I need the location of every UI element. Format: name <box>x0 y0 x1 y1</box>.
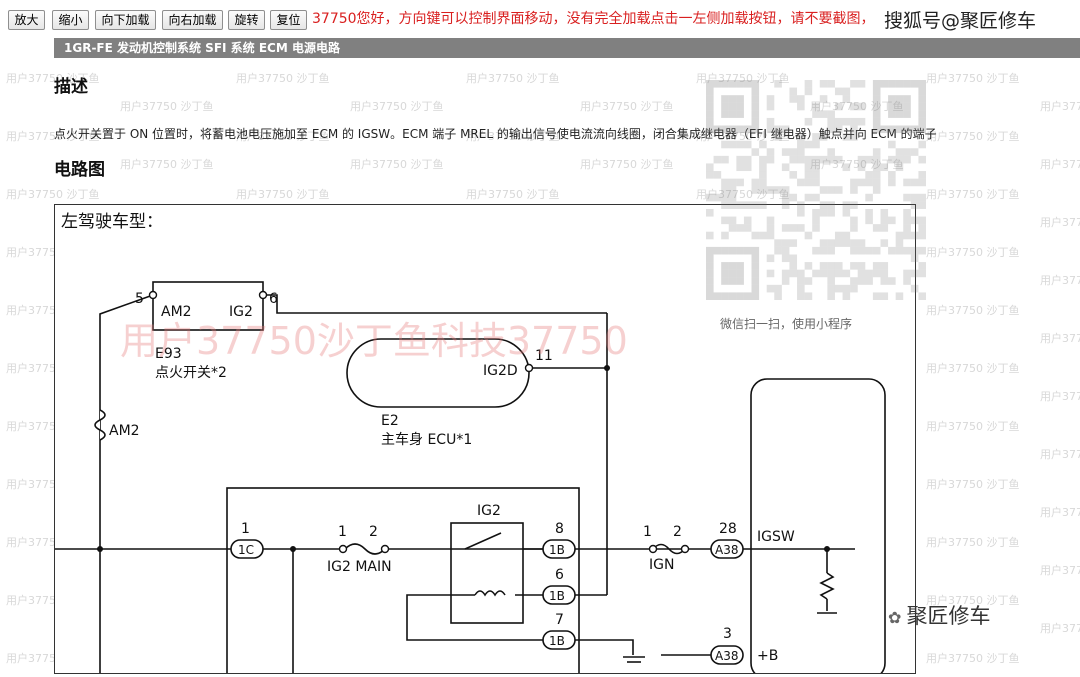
circuit-diagram: 左驾驶车型： 5 AM2 IG2 6 E93 点火开关*2 AM2 11 IG2… <box>55 212 886 677</box>
conn-1b-6-pin: 6 <box>555 567 564 583</box>
fuse-ig2main-pin1: 1 <box>338 524 347 540</box>
conn-1c-pin: 1 <box>241 521 250 537</box>
conn-1b-8-pin: 8 <box>555 521 564 537</box>
conn-1c-label: 1C <box>238 543 254 557</box>
resistor-symbol <box>819 572 835 600</box>
bottom-watermark-text: 聚匠修车 <box>906 604 991 628</box>
switch-name: 点火开关*2 <box>155 365 227 381</box>
page-title: 1GR-FE 发动机控制系统 SFI 系统 ECM 电源电路 <box>54 38 1080 58</box>
qr-code-icon <box>706 80 926 300</box>
conn-1b-8-label: 1B <box>549 543 565 557</box>
ecu-box <box>346 338 530 408</box>
switch-label-ig2: IG2 <box>229 304 253 320</box>
fuse-ign-pin2: 2 <box>673 524 682 540</box>
a38-b-pin: 3 <box>723 626 732 642</box>
circuit-heading: 电路图 <box>54 160 105 180</box>
rotate-button[interactable]: 旋转 <box>228 10 265 30</box>
ecm-box <box>750 378 886 677</box>
toolbar: 放大 缩小 向下加载 向右加载 旋转 复位 37750您好，方向键可以控制界面移… <box>0 0 1080 36</box>
zoom-in-button[interactable]: 放大 <box>8 10 45 30</box>
notice-text: 37750您好，方向键可以控制界面移动，没有完全加载点击一左侧加载按钮，请不要截… <box>312 11 875 27</box>
fuse-ig2main-pin2: 2 <box>369 524 378 540</box>
a38-igsw-pin: 28 <box>719 521 737 537</box>
fuse-am2-symbol <box>94 409 106 441</box>
a38-b-label: A38 <box>715 649 738 663</box>
a38-igsw-label: A38 <box>715 543 738 557</box>
switch-label-am2: AM2 <box>161 304 192 320</box>
ecu-name: 主车身 ECU*1 <box>381 431 472 448</box>
wechat-scan-text: 微信扫一扫，使用小程序 <box>720 317 853 331</box>
connector-1c <box>230 539 264 559</box>
signal-plus-b: +B <box>757 648 778 664</box>
bottom-watermark: ✿ 聚匠修车 <box>888 600 991 630</box>
ecu-label: IG2D <box>483 363 518 379</box>
connector-1b-7 <box>542 630 576 650</box>
description-text: 点火开关置于 ON 位置时，将蓄电池电压施加至 ECM 的 IGSW。ECM 端… <box>54 127 937 141</box>
zoom-out-button[interactable]: 缩小 <box>52 10 89 30</box>
relay-ig2-label: IG2 <box>477 503 501 519</box>
fuse-ign-symbol <box>652 543 686 555</box>
fuse-ign-label: IGN <box>649 557 674 573</box>
switch-code: E93 <box>155 346 182 362</box>
section-label: 左驾驶车型： <box>61 212 163 232</box>
switch-pin-right: 6 <box>269 291 278 307</box>
fuse-ign-pin1: 1 <box>643 524 652 540</box>
conn-1b-7-label: 1B <box>549 634 565 648</box>
user-watermark: 用户37750沙丁鱼科技37750 <box>120 319 628 363</box>
circuit-diagram-frame: 左驾驶车型： 5 AM2 IG2 6 E93 点火开关*2 AM2 11 IG2… <box>54 204 916 677</box>
connector-1b-6 <box>542 585 576 605</box>
conn-1b-7-pin: 7 <box>555 612 564 628</box>
ecu-pin: 11 <box>535 348 553 364</box>
load-right-button[interactable]: 向右加载 <box>162 10 223 30</box>
switch-pin-left: 5 <box>135 291 144 307</box>
description-heading: 描述 <box>54 77 88 97</box>
relay-coil <box>474 590 506 597</box>
ecu-code: E2 <box>381 413 399 429</box>
sohu-watermark: 搜狐号@聚匠修车 <box>884 10 1037 32</box>
wechat-logo-icon: ✿ <box>888 608 907 627</box>
load-down-button[interactable]: 向下加载 <box>95 10 156 30</box>
ignition-switch-box <box>152 281 264 331</box>
junction-block-box <box>226 487 580 677</box>
fuse-ig2main-symbol <box>344 543 386 555</box>
signal-igsw: IGSW <box>757 529 795 545</box>
relay-ig2-box <box>450 522 524 624</box>
fuse-ig2main-label: IG2 MAIN <box>327 559 392 575</box>
conn-1b-6-label: 1B <box>549 589 565 603</box>
connector-a38-igsw <box>710 539 744 559</box>
connector-1b-8 <box>542 539 576 559</box>
fuse-am2-label: AM2 <box>109 423 140 439</box>
reset-button[interactable]: 复位 <box>270 10 307 30</box>
